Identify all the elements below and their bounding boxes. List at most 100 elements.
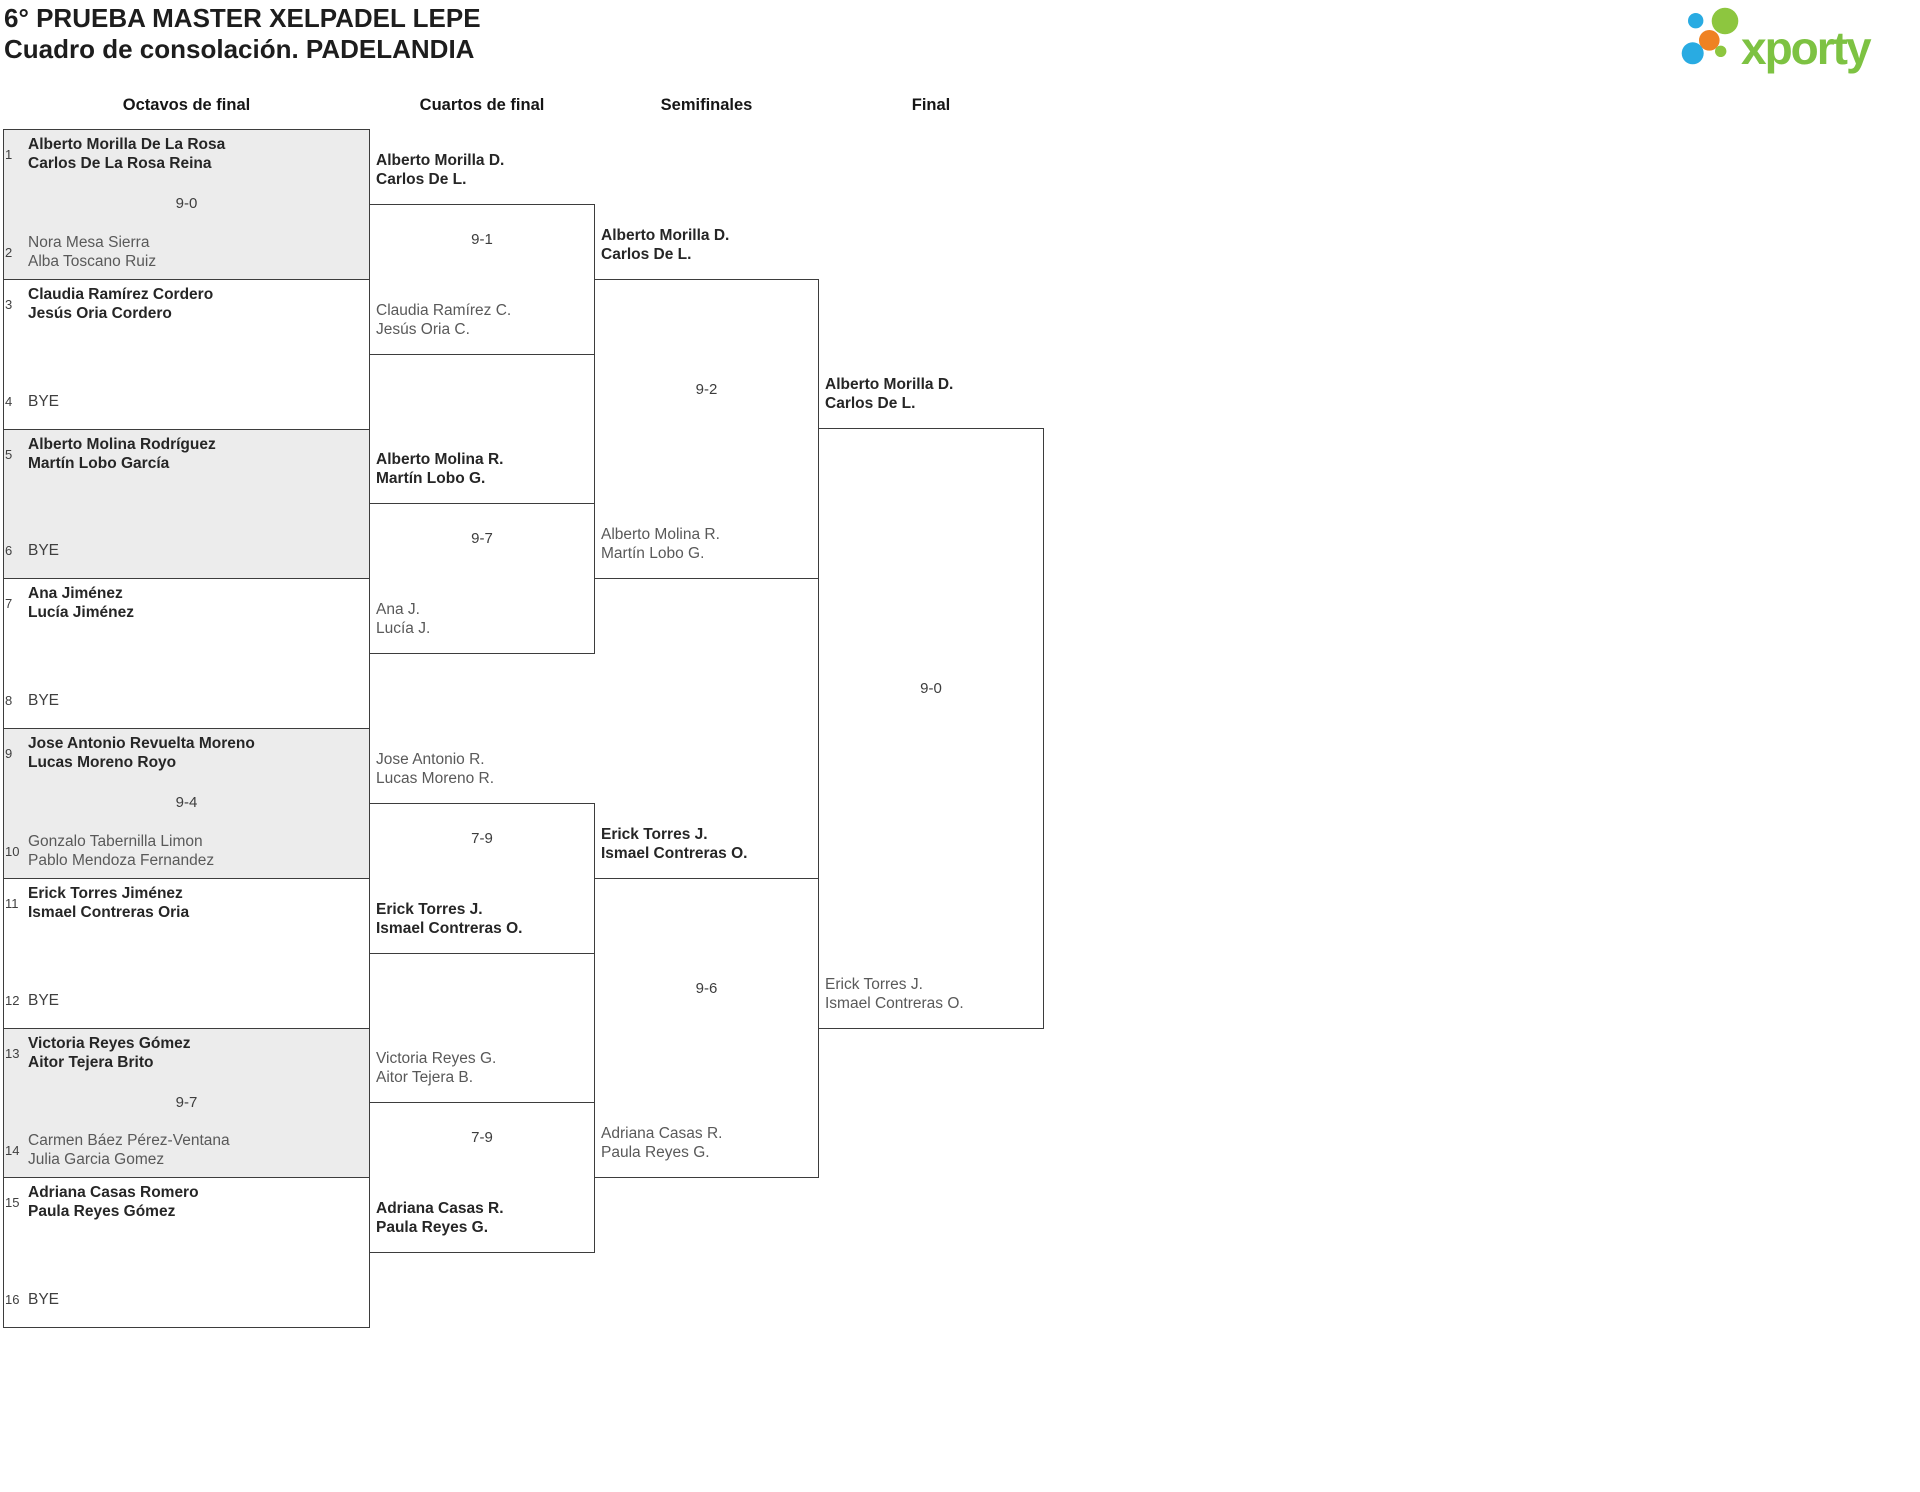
team-name-line: Carlos De La Rosa Reina <box>28 155 212 172</box>
team-name-line: Ismael Contreras Oria <box>28 904 190 921</box>
round-header-final: Final <box>911 96 951 114</box>
team-name-line: Carlos De L. <box>825 395 916 412</box>
team-seed: 5 <box>5 446 13 462</box>
team-seed: 3 <box>5 296 13 312</box>
logo-dot-small-blue-icon <box>1688 13 1704 29</box>
round-header-cuartos: Cuartos de final <box>419 96 545 114</box>
team-name-line: BYE <box>28 393 60 410</box>
logo-dot-small-green-icon <box>1715 45 1727 57</box>
team-names: Erick Torres J.Ismael Contreras O. <box>376 900 588 938</box>
match-score: 9-7 <box>471 530 493 547</box>
team-entry: 12 BYE <box>5 991 365 1010</box>
advancing-team-label: Claudia Ramírez C.Jesús Oria C. <box>376 301 588 339</box>
advancing-team-label: Alberto Molina R.Martín Lobo G. <box>601 525 812 563</box>
match-score: 9-0 <box>175 195 198 212</box>
team-names: Adriana Casas R.Paula Reyes G. <box>376 1199 588 1237</box>
team-seed: 1 <box>5 146 13 162</box>
team-names: BYE <box>28 541 59 560</box>
team-seed: 15 <box>5 1194 20 1210</box>
team-name-line: Ana J. <box>376 601 420 618</box>
team-name-line: BYE <box>28 542 60 559</box>
advancing-team-label: Alberto Morilla D. Carlos De L. <box>376 151 588 189</box>
team-name-line: Alberto Molina Rodríguez <box>28 436 216 453</box>
team-seed: 8 <box>5 693 13 708</box>
team-name-line: Lucas Moreno Royo <box>28 754 177 771</box>
team-names: BYE <box>28 1290 59 1309</box>
team-name-line: Alberto Morilla De La Rosa <box>28 136 226 153</box>
team-name-line: Carlos De L. <box>376 171 467 188</box>
team-seed: 14 <box>5 1142 20 1158</box>
team-names: Victoria Reyes G.Aitor Tejera B. <box>376 1049 588 1087</box>
team-name-line: Nora Mesa Sierra <box>28 234 150 251</box>
team-names: Alberto Molina R.Martín Lobo G. <box>376 450 588 488</box>
team-seed: 13 <box>5 1045 20 1061</box>
team-name-line: Paula Reyes Gómez <box>28 1203 176 1220</box>
team-name-line: Pablo Mendoza Fernandez <box>28 852 215 869</box>
team-names: Claudia Ramírez C.Jesús Oria C. <box>376 301 588 339</box>
team-name-line: Alberto Morilla D. <box>376 152 505 169</box>
team-name-line: Lucas Moreno R. <box>376 770 495 787</box>
team-name-line: Erick Torres J. <box>825 976 923 993</box>
team-names: Alberto Morilla D.Carlos De L. <box>825 375 1037 413</box>
team-names: BYE <box>28 991 59 1010</box>
match-score: 9-6 <box>695 980 718 997</box>
team-name-line: Jose Antonio Revuelta Moreno <box>28 735 255 752</box>
team-name-line: Paula Reyes G. <box>376 1219 489 1236</box>
team-name-line: BYE <box>28 692 60 709</box>
xporty-logo: xporty <box>1681 7 1874 74</box>
team-name-line: Ismael Contreras O. <box>825 995 964 1012</box>
team-name-line: Victoria Reyes Gómez <box>28 1035 191 1052</box>
team-name-line: Claudia Ramírez Cordero <box>28 286 214 303</box>
team-names: Adriana Casas R.Paula Reyes G. <box>601 1124 812 1162</box>
team-name-line: Lucía Jiménez <box>28 604 134 621</box>
team-seed: 12 <box>5 993 20 1008</box>
team-names: Alberto Morilla D.Carlos De L. <box>601 226 812 264</box>
team-name-line: Alberto Molina R. <box>601 526 720 543</box>
team-name-line: Alba Toscano Ruiz <box>28 253 157 270</box>
advancing-team-label: Adriana Casas R.Paula Reyes G. <box>376 1199 588 1237</box>
r16-match-cell <box>3 1177 370 1328</box>
team-name-line: Ismael Contreras O. <box>376 920 523 937</box>
team-name-line: Adriana Casas R. <box>601 1125 723 1142</box>
team-seed: 7 <box>5 595 13 611</box>
team-names: Alberto Molina R.Martín Lobo G. <box>601 525 812 563</box>
r16-match-cell <box>3 878 370 1029</box>
team-names: Jose Antonio R.Lucas Moreno R. <box>376 750 588 788</box>
advancing-team-label: Alberto Morilla D.Carlos De L. <box>601 226 812 264</box>
r16-match-cell <box>3 279 370 430</box>
match-score: 9-1 <box>471 231 493 248</box>
advancing-team-label: Jose Antonio R.Lucas Moreno R. <box>376 750 588 788</box>
team-name-line: Carmen Báez Pérez-Ventana <box>28 1132 230 1149</box>
final-match-box <box>818 428 1044 1029</box>
advancing-team-label: Victoria Reyes G.Aitor Tejera B. <box>376 1049 588 1087</box>
team-seed: 2 <box>5 244 13 260</box>
match-score: 7-9 <box>471 1129 493 1146</box>
team-entry: 8 BYE <box>5 691 365 710</box>
team-names: Alberto Morilla D. Carlos De L. <box>376 151 588 189</box>
team-name-line: Gonzalo Tabernilla Limon <box>28 833 203 850</box>
match-score: 7-9 <box>471 830 493 847</box>
team-name-line: Aitor Tejera Brito <box>28 1054 154 1071</box>
team-seed: 16 <box>5 1292 20 1307</box>
advancing-team-label: Alberto Morilla D.Carlos De L. <box>825 375 1037 413</box>
advancing-team-label: Ana J.Lucía J. <box>376 600 588 638</box>
team-names: Erick Torres J.Ismael Contreras O. <box>601 825 812 863</box>
match-score: 9-2 <box>695 381 718 398</box>
advancing-team-label: Erick Torres J.Ismael Contreras O. <box>601 825 812 863</box>
match-score: 9-0 <box>920 680 942 697</box>
